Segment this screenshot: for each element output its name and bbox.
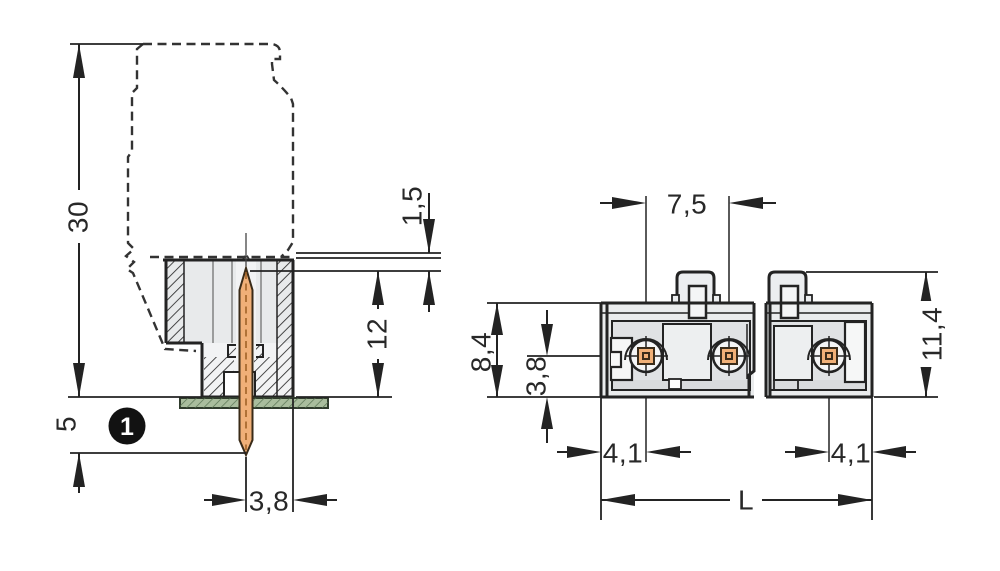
arrow-down <box>73 363 85 397</box>
callout-1-label: 1 <box>120 413 134 441</box>
dim-12: 12 <box>362 271 394 397</box>
break-edge-1 <box>747 303 756 397</box>
arrow-up <box>372 271 384 305</box>
right-wall-hatch <box>277 260 293 397</box>
dim-7-5: 7,5 <box>600 189 776 220</box>
dim-3-8-front: 3,8 <box>521 310 553 443</box>
arrow-left <box>729 197 763 209</box>
dim-30: 30 <box>62 44 96 397</box>
dim-11-4-label: 11,4 <box>917 307 948 361</box>
dim-4-1-right: 4,1 <box>785 438 916 469</box>
body-interior <box>166 260 293 343</box>
arrow-up <box>73 44 85 78</box>
arrow-down <box>372 363 384 397</box>
arrow-down <box>541 324 553 356</box>
dim-3-8-side-label: 3,8 <box>249 486 289 517</box>
pin1-contact-core <box>642 352 650 360</box>
dim-5-label: 5 <box>51 416 82 432</box>
arrow-down <box>423 219 435 253</box>
pcb <box>179 397 329 409</box>
dim-L: L <box>601 485 872 516</box>
dim-12-label: 12 <box>362 318 393 350</box>
mating-connector-outline <box>124 42 295 353</box>
dim-4-1-right-label: 4,1 <box>831 438 871 469</box>
arrow-right <box>567 446 601 458</box>
arrow-up <box>541 397 553 429</box>
arrow-left <box>601 494 635 506</box>
pin2-contact-core <box>725 352 733 360</box>
arrow-up <box>920 272 932 305</box>
connector-body-section <box>163 258 295 399</box>
arrow-left <box>293 494 327 506</box>
side-view: 30 5 1 1,5 12 <box>51 42 441 517</box>
dim-1-5-label: 1,5 <box>397 186 428 226</box>
arrow-left <box>872 446 906 458</box>
dim-4-1-left: 4,1 <box>557 438 691 469</box>
arrow-up <box>423 271 435 305</box>
pcb-hatch <box>180 398 328 408</box>
arrow-down <box>920 364 932 397</box>
solder-pin-body <box>238 264 254 458</box>
dim-5: 5 <box>51 416 85 493</box>
arrow-right <box>838 494 872 506</box>
arrow-right <box>612 197 646 209</box>
housing-section-1 <box>599 270 756 399</box>
front-view: 7,5 8,4 3,8 11,4 4,1 <box>466 189 949 520</box>
callout-1: 1 <box>108 407 146 445</box>
arrow-up <box>73 453 85 487</box>
arrow-down <box>491 365 503 397</box>
dim-4-1-left-label: 4,1 <box>603 438 643 469</box>
dim-3-8-front-label: 3,8 <box>521 356 552 396</box>
pin3-contact-core <box>825 352 833 360</box>
center-panel-2 <box>773 325 813 381</box>
dim-L-label: L <box>738 485 754 516</box>
arrow-left <box>646 446 680 458</box>
dim-3-8-side: 3,8 <box>204 486 337 517</box>
arrow-up <box>491 303 503 335</box>
arrow-right <box>212 494 246 506</box>
dim-30-label: 30 <box>63 201 94 233</box>
center-panel-1 <box>662 323 712 381</box>
dim-8-4: 8,4 <box>466 303 503 397</box>
dim-11-4: 11,4 <box>917 272 949 397</box>
dim-7-5-label: 7,5 <box>667 189 707 220</box>
break-edge-2 <box>764 301 874 399</box>
left-wall-hatch <box>166 260 184 343</box>
arrow-right <box>795 446 829 458</box>
bottom-step-2 <box>773 380 799 391</box>
solder-pin <box>238 233 254 458</box>
side-extension-lines <box>68 43 441 512</box>
dim-1-5: 1,5 <box>397 186 435 312</box>
bottom-strip-2 <box>771 380 865 389</box>
bottom-notch-1 <box>668 378 682 390</box>
housing-section-2 <box>764 270 874 399</box>
dim-8-4-label: 8,4 <box>466 332 497 372</box>
callout-circle <box>108 407 146 445</box>
lower-hatch-right <box>254 357 277 397</box>
